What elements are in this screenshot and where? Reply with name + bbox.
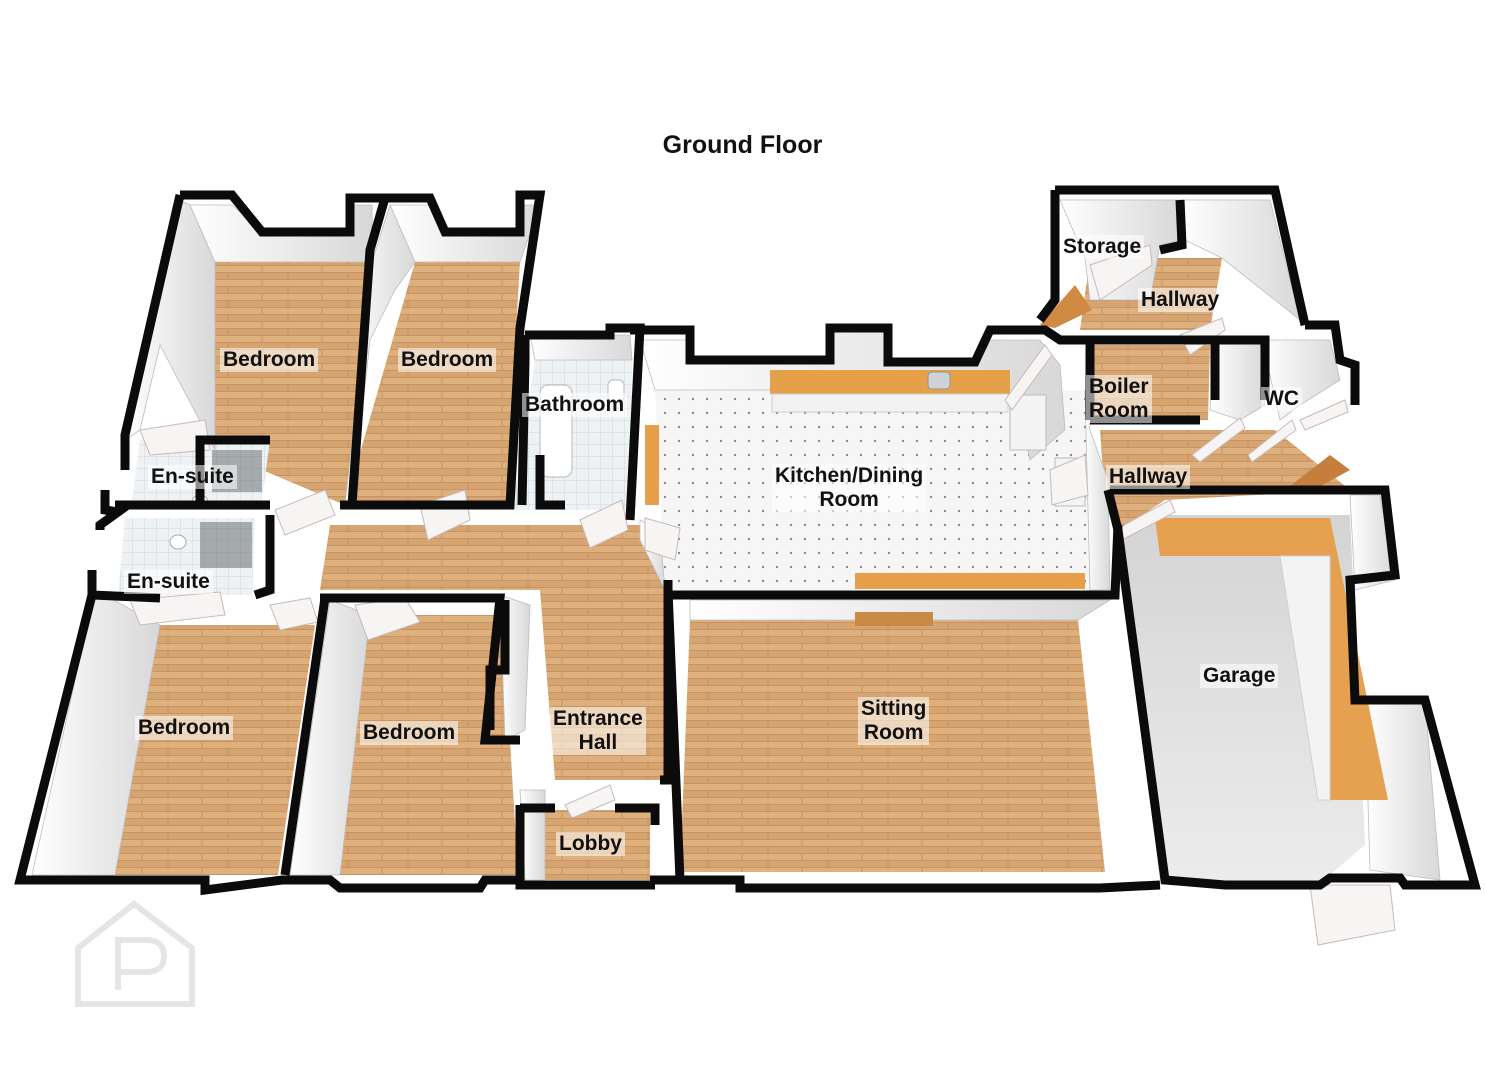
en-suite-2-toilet [169,534,187,550]
floor-bedroom-3 [115,625,315,875]
room-label-en-suite-1: En-suite [148,465,237,489]
room-label-garage: Garage [1200,664,1279,688]
fireplace [855,612,933,626]
floor-sitting-room [680,620,1105,872]
room-label-wc: WC [1261,387,1302,411]
floor-bedroom-4 [340,615,518,875]
kitchen-worktop-top [770,370,1010,394]
wooden-door-back [1285,455,1350,492]
room-label-lobby: Lobby [556,832,625,856]
page-title: Ground Floor [662,131,823,159]
kitchen-side-unit [645,425,659,505]
room-label-hallway-top: Hallway [1138,288,1223,312]
kitchen-worktop-bottom [855,573,1085,589]
floor-bedroom-2 [345,262,520,505]
room-label-storage: Storage [1060,235,1145,259]
room-label-bedroom-3: Bedroom [135,716,234,740]
wooden-door-storage [1040,285,1092,328]
room-label-bedroom-1: Bedroom [220,348,319,372]
en-suite-2-shower [200,522,252,568]
kitchen-sink [927,371,951,390]
house-p-logo-icon [75,900,195,1007]
room-label-bedroom-2: Bedroom [398,348,497,372]
doors [129,244,1396,946]
walls [14,185,1481,896]
floor-hallway-mid [1100,430,1350,530]
garage-cabinets [1279,555,1331,801]
room-label-en-suite-2: En-suite [124,570,213,594]
room-label-bathroom: Bathroom [522,393,628,417]
room-label-bedroom-4: Bedroom [360,721,459,745]
room-label-hallway-mid: Hallway [1106,465,1191,489]
kitchen-cabinets-top [771,393,1009,413]
